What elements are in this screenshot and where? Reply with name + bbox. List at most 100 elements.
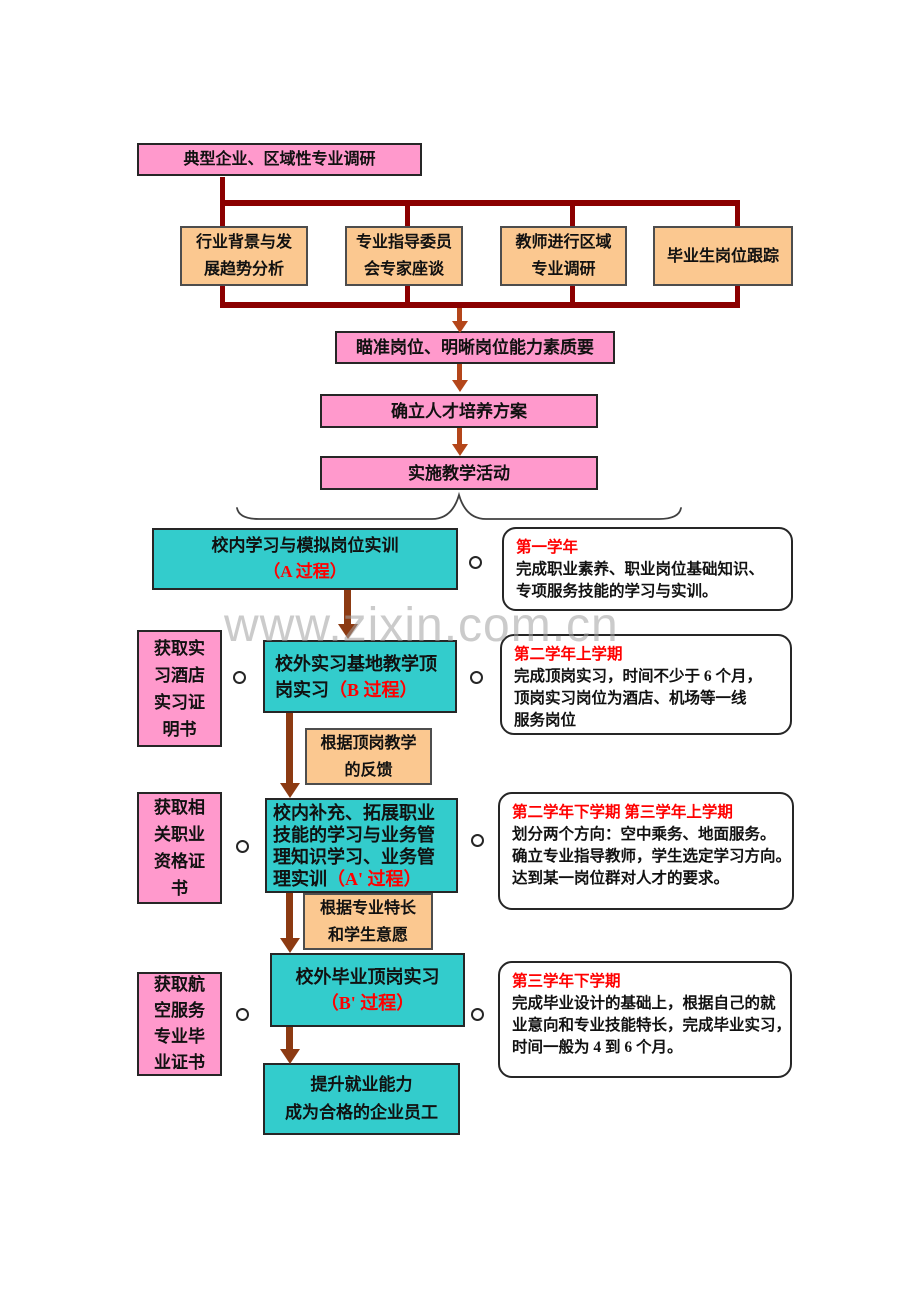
stage-a2-process-label: （A' 过程）: [327, 868, 422, 889]
callout-line: 完成毕业设计的基础上，根据自己的就: [512, 995, 776, 1012]
arrow-down-icon: [452, 380, 468, 392]
method-line: 毕业生岗位跟踪: [666, 247, 779, 265]
implement-label: 实施教学活动: [408, 463, 510, 483]
arrow-down-icon: [280, 783, 300, 798]
method-line: 专业指导委员: [355, 234, 452, 251]
stage-b-title: 校外实习基地教学顶: [275, 653, 437, 674]
arrow-down-icon: [280, 938, 300, 953]
feedback-line: 根据专业特长: [319, 899, 416, 917]
method-line: 行业背景与发: [195, 234, 292, 251]
implement-box: 实施教学活动: [320, 456, 598, 490]
callout-year3: 第三学年下学期 完成毕业设计的基础上，根据自己的就 业意向和专业技能特长，完成毕…: [498, 961, 792, 1078]
callout-line: 完成职业素养、职业岗位基础知识、: [516, 561, 765, 578]
callout-line: 达到某一岗位群对人才的要求。: [512, 870, 730, 887]
certificate-line: 空服务: [154, 1001, 205, 1020]
method-line: 教师进行区域: [515, 234, 612, 251]
certificate-line: 习酒店: [154, 665, 205, 685]
link-circle-icon: [471, 834, 484, 847]
callout-line: 划分两个方向：空中乘务、地面服务。: [512, 826, 776, 843]
method-box-teacher: 教师进行区域 专业调研: [500, 226, 627, 286]
stage-a2-line-4: 理实训（A' 过程）: [273, 868, 422, 890]
feedback-line: 根据顶岗教学: [320, 734, 417, 752]
arrow-shaft: [344, 590, 351, 625]
plan-box: 确立人才培养方案: [320, 394, 598, 428]
link-circle-icon: [236, 1008, 249, 1021]
certificate-line: 关职业: [154, 825, 205, 844]
stage-b2-process-label: （B' 过程）: [320, 993, 415, 1013]
callout-line: 时间一般为 4 到 6 个月。: [512, 1039, 683, 1056]
callout-line: 完成顶岗实习，时间不少于 6 个月，: [514, 668, 763, 685]
certificate-box-hotel: 获取实 习酒店 实习证 明书: [137, 630, 222, 747]
arrow-shaft: [457, 364, 462, 381]
stage-a-process-label: （A 过程）: [263, 562, 347, 581]
stage-a2-box: 校内补充、拓展职业 技能的学习与业务管 理知识学习、业务管 理实训（A' 过程）: [265, 798, 458, 893]
certificate-line: 专业毕: [154, 1027, 205, 1046]
arrow-shaft: [457, 308, 462, 322]
outcome-box: 提升就业能力 成为合格的企业员工: [263, 1063, 460, 1135]
stage-b2-box: 校外毕业顶岗实习 （B' 过程）: [270, 953, 465, 1027]
method-box-committee: 专业指导委员 会专家座谈: [345, 226, 463, 286]
method-box-industry: 行业背景与发 展趋势分析: [180, 226, 308, 286]
callout-title: 第二学年上学期: [514, 646, 623, 663]
survey-title-box: 典型企业、区域性专业调研: [137, 143, 422, 176]
arrow-down-icon: [280, 1049, 300, 1064]
callout-title: 第二学年下学期 第三学年上学期: [512, 804, 733, 821]
split-brace: [236, 491, 682, 520]
arrow-down-icon: [452, 321, 468, 333]
stage-a2-line: 校内补充、拓展职业: [273, 802, 435, 823]
outcome-line: 成为合格的企业员工: [285, 1103, 438, 1122]
certificate-line: 获取航: [154, 975, 205, 994]
feedback-box-teaching: 根据顶岗教学 的反馈: [305, 728, 432, 785]
callout-line: 顶岗实习岗位为酒店、机场等一线: [514, 690, 747, 707]
certificate-line: 书: [171, 879, 188, 898]
method-box-graduate: 毕业生岗位跟踪: [653, 226, 793, 286]
stage-b-box: 校外实习基地教学顶 岗实习（B 过程）: [263, 640, 457, 713]
certificate-box-vocational: 获取相 关职业 资格证 书: [137, 792, 222, 904]
stage-a-title: 校内学习与模拟岗位实训: [211, 536, 399, 555]
arrow-shaft: [286, 1027, 293, 1050]
arrow-shaft: [457, 428, 462, 445]
stage-b-process-label: （B 过程）: [329, 679, 418, 700]
connector-segment: [220, 200, 740, 206]
method-line: 会专家座谈: [363, 261, 444, 278]
certificate-line: 资格证: [154, 852, 205, 871]
callout-line: 业意向和专业技能特长，完成毕业实习，: [512, 1017, 792, 1034]
certificate-line: 获取实: [154, 638, 205, 658]
callout-line: 服务岗位: [514, 712, 577, 729]
link-circle-icon: [471, 1008, 484, 1021]
stage-b2-title: 校外毕业顶岗实习: [295, 967, 440, 987]
callout-title: 第三学年下学期: [512, 973, 621, 990]
watermark: www.zixin.com.cn: [224, 599, 619, 652]
callout-line: 专项服务技能的学习与实训。: [516, 583, 718, 600]
stage-a2-title-black: 理实训: [273, 868, 327, 889]
arrow-down-icon: [452, 444, 468, 456]
method-line: 专业调研: [531, 261, 596, 278]
certificate-box-diploma: 获取航 空服务 专业毕 业证书: [137, 972, 222, 1076]
arrow-shaft: [286, 893, 293, 939]
certificate-line: 业证书: [154, 1053, 205, 1072]
stage-a-box: 校内学习与模拟岗位实训 （A 过程）: [152, 528, 458, 590]
stage-b-title-black: 岗实习: [275, 679, 329, 700]
feedback-box-specialty: 根据专业特长 和学生意愿: [303, 893, 433, 950]
callout-year2-second: 第二学年下学期 第三学年上学期 划分两个方向：空中乘务、地面服务。 确立专业指导…: [498, 792, 794, 910]
certificate-line: 实习证: [154, 692, 205, 712]
arrow-down-icon: [338, 624, 358, 639]
connector-segment: [220, 302, 740, 308]
callout-title: 第一学年: [516, 539, 579, 556]
feedback-line: 的反馈: [344, 761, 393, 779]
stage-a2-line: 理知识学习、业务管: [273, 846, 435, 867]
arrow-shaft: [286, 713, 293, 784]
outcome-line: 提升就业能力: [310, 1075, 413, 1094]
link-circle-icon: [233, 671, 246, 684]
callout-year1: 第一学年 完成职业素养、职业岗位基础知识、 专项服务技能的学习与实训。: [502, 527, 793, 611]
certificate-line: 获取相: [154, 798, 205, 817]
link-circle-icon: [470, 671, 483, 684]
stage-b-title-2: 岗实习（B 过程）: [275, 677, 418, 703]
aim-box: 瞄准岗位、明晰岗位能力素质要: [335, 331, 615, 364]
plan-label: 确立人才培养方案: [391, 401, 527, 421]
stage-a2-line: 技能的学习与业务管: [273, 824, 435, 845]
callout-line: 确立专业指导教师，学生选定学习方向。: [512, 848, 792, 865]
feedback-line: 和学生意愿: [327, 926, 408, 944]
method-line: 展趋势分析: [203, 261, 284, 278]
